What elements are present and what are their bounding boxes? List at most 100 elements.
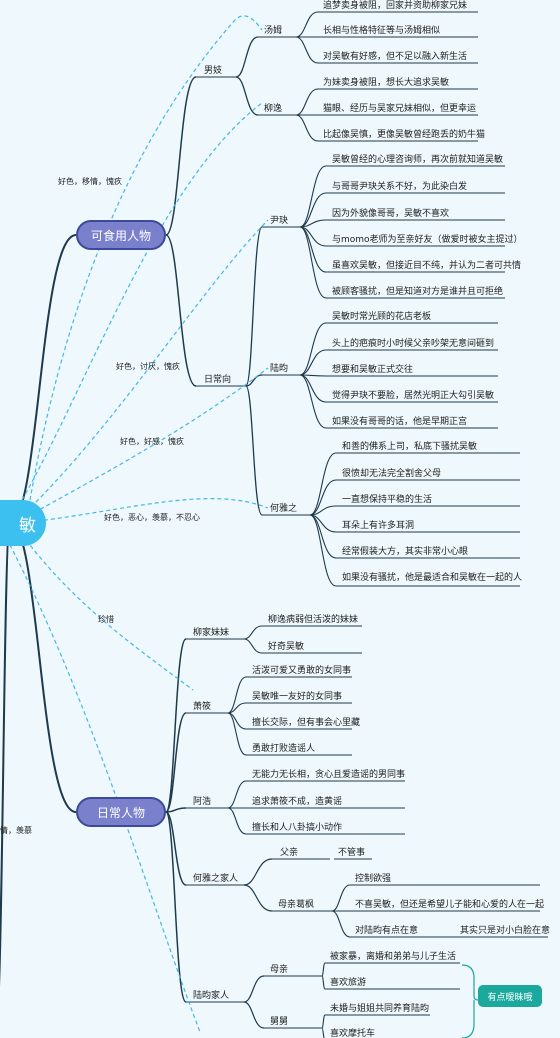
- relation-label: 好色，恶心，羡慕，不忍心: [104, 513, 200, 522]
- branch-daily-characters[interactable]: 日常人物: [76, 797, 166, 827]
- branch-line: [299, 192, 327, 228]
- branch-edible-characters[interactable]: 可食用人物: [76, 220, 166, 250]
- note: 经常假装大方，其实非常小心眼: [342, 547, 469, 557]
- relation-line: [29, 498, 269, 523]
- note: 与momo老师为至亲好友（做爱时被女主提过）: [332, 235, 523, 245]
- branch-line: [243, 858, 273, 886]
- node-daily[interactable]: 日常向: [204, 375, 232, 385]
- note: 比起像吴慎，更像吴敏曾经跑丢的奶牛猫: [323, 130, 486, 140]
- branch-line: [309, 452, 337, 516]
- branch-line: [309, 514, 337, 587]
- node-xiaoxiao[interactable]: 萧筱: [193, 702, 212, 712]
- note: 擅长和人八卦搞小动作: [252, 823, 343, 833]
- branch-line: [243, 625, 263, 640]
- branch-line: [299, 165, 327, 228]
- branch-line: [245, 385, 263, 516]
- branch-line: [165, 807, 187, 813]
- node-lu-family[interactable]: 陆昀家人: [193, 991, 230, 1001]
- relation-line: [29, 15, 263, 501]
- branch-line: [321, 1014, 326, 1029]
- branch-line: [309, 479, 337, 516]
- note: 如果没有哥哥的话，他是早期正宫: [332, 417, 468, 427]
- note: 与哥哥尹玦关系不好，为此染白发: [332, 182, 468, 192]
- note: 未婚与姐姐共同养育陆昀: [330, 1004, 430, 1014]
- branch-line: [309, 505, 337, 516]
- note: 吴敏时常光顾的花店老板: [332, 312, 432, 322]
- summary-badge[interactable]: 有点暧昧哦: [478, 985, 542, 1007]
- note: 控制欲强: [355, 874, 392, 884]
- note: 吴敏曾经的心理咨询师，再次前就知道吴敏: [332, 155, 504, 165]
- note: 和善的佛系上司，私底下骚扰吴敏: [342, 442, 478, 452]
- node-he-mother[interactable]: 母亲葛枫: [278, 900, 315, 910]
- note: 耳朵上有许多耳洞: [342, 521, 415, 531]
- note: 因为外貌像哥哥，吴敏不喜欢: [332, 209, 450, 219]
- note: 喜欢旅游: [330, 978, 367, 988]
- branch-label: 日常人物: [96, 805, 145, 820]
- branch-line: [321, 1027, 325, 1038]
- node-lu-uncle[interactable]: 舅舅: [270, 1017, 289, 1027]
- root-node[interactable]: 敏: [0, 500, 46, 546]
- note: 好奇吴敏: [268, 642, 305, 652]
- branch-line: [0, 521, 11, 987]
- summary-label: 有点暧昧哦: [487, 992, 533, 1003]
- branch-line: [243, 884, 273, 912]
- branch-line: [165, 811, 187, 886]
- branch-line: [331, 910, 351, 938]
- branch-line: [321, 962, 326, 977]
- branch-line: [227, 676, 247, 714]
- branch-line: [295, 114, 319, 142]
- node-liuyi[interactable]: 柳逸: [264, 104, 283, 114]
- node-ahao[interactable]: 阿浩: [193, 797, 212, 807]
- node-tom[interactable]: 汤姆: [264, 26, 283, 36]
- note: 头上的疤痕时小时候父亲吵架无意间砸到: [332, 339, 495, 349]
- note: 无能力无长相，贪心且爱造谣的男同事: [252, 770, 406, 780]
- branch-line: [299, 374, 327, 403]
- note: 擅长交际，但有事会心里藏: [252, 718, 361, 728]
- branch-line: [227, 712, 247, 756]
- note: 其实只是对小白脸在意: [460, 926, 551, 936]
- branch-line: [299, 322, 327, 376]
- node-he-father[interactable]: 父亲: [280, 848, 299, 858]
- relation-label: 情，羡慕: [0, 826, 32, 835]
- relation-label: 好色，移情，愧疚: [58, 177, 122, 186]
- root-label: 敏: [19, 515, 36, 536]
- branch-line: [461, 964, 479, 1038]
- branch-line: [9, 234, 77, 523]
- branch-line: [227, 702, 247, 714]
- relation-line: [27, 367, 269, 517]
- node-lu-mother[interactable]: 母亲: [270, 965, 289, 975]
- note: 被家暴，离婚和弟弟与儿子生活: [330, 952, 457, 962]
- branch-line: [299, 226, 327, 299]
- node-yinjue[interactable]: 尹玦: [270, 216, 289, 226]
- branch-line: [165, 712, 187, 813]
- relation-line: [25, 539, 194, 691]
- note: 被顾客骚扰，但是知道对方是谁并且可拒绝: [332, 287, 504, 297]
- branch-line: [165, 234, 197, 387]
- branch-line: [299, 349, 327, 376]
- note: 追梦卖身被阻，回家并资助柳家兄妹: [323, 1, 468, 11]
- branch-label: 可食用人物: [90, 228, 151, 243]
- node-he-family[interactable]: 何雅之家人: [193, 874, 239, 884]
- note: 如果没有骚扰，他是最适合和吴敏在一起的人: [342, 573, 523, 583]
- note: 长相与性格特征等与汤姆相似: [323, 26, 441, 36]
- note: 喜欢摩托车: [330, 1029, 376, 1038]
- note: 对陆昀有点在意: [355, 926, 419, 936]
- branch-line: [295, 36, 319, 64]
- node-liu-sister[interactable]: 柳家妹妹: [193, 628, 230, 638]
- note: 追求萧筱不成，造黄谣: [252, 797, 343, 807]
- node-heyazhi[interactable]: 何雅之: [270, 504, 298, 514]
- branch-line: [299, 374, 327, 429]
- node-luyun[interactable]: 陆昀: [270, 364, 289, 374]
- branch-line: [243, 638, 263, 654]
- branch-line: [165, 638, 187, 813]
- note: 活泼可爱又勇敢的女同事: [252, 666, 352, 676]
- node-male-escort[interactable]: 男妓: [204, 66, 223, 76]
- note: 猫眼、经历与吴家兄妹相似，但更幸运: [323, 104, 477, 114]
- relation-label: 好色，讨厌，愧疚: [116, 362, 180, 371]
- relation-line: [21, 102, 263, 501]
- note: 柳逸病弱但活泼的妹妹: [268, 615, 359, 625]
- branch-line: [235, 76, 259, 116]
- branch-line: [295, 11, 319, 38]
